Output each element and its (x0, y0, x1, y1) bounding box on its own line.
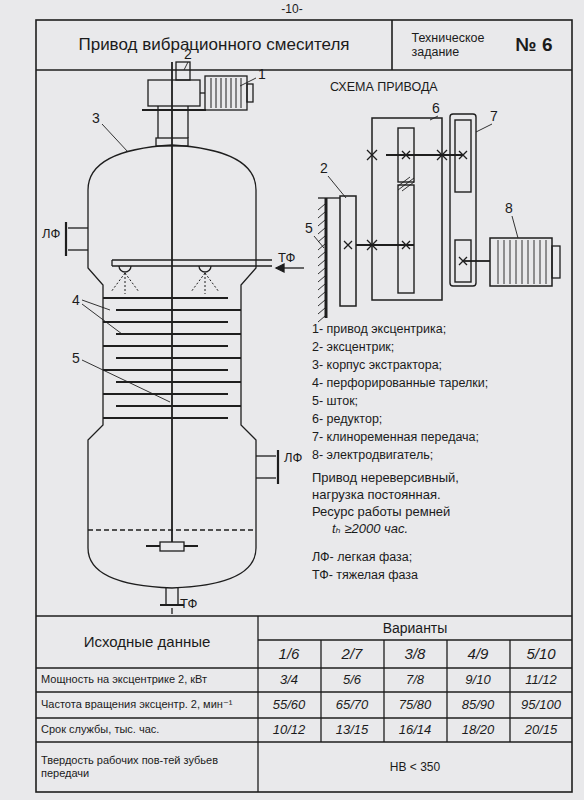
table-cell: 7/8 (384, 668, 446, 692)
callout-number: 2 (320, 160, 328, 177)
note-text: ТФ- тяжелая фаза (312, 568, 418, 583)
legend-line: 3- корпус экстрактора; (312, 358, 442, 373)
note-text: нагрузка постоянная. (312, 487, 441, 503)
callout-number: 8 (505, 200, 513, 217)
table-row-label: Частота вращения эксцентр. 2, мин⁻¹ (36, 692, 258, 718)
table-header: Исходные данные (36, 616, 258, 668)
legend-line: 7- клиноременная передача; (312, 430, 479, 445)
table-cell: 3/4 (258, 668, 320, 692)
table-cell: 9/10 (447, 668, 509, 692)
table-cell: 85/90 (447, 692, 509, 718)
legend-line: 8- электродвигатель; (312, 448, 433, 463)
page-frame (36, 20, 572, 792)
note-text: Ресурс работы ремней (312, 504, 450, 520)
table-cell: 10/12 (258, 718, 320, 742)
note-text: Привод нереверсивный, (312, 470, 459, 486)
callout-number: 3 (92, 110, 100, 127)
callout-number: 5 (305, 220, 313, 237)
task-label: Техническое задание (411, 31, 507, 60)
table-cell: 75/80 (384, 692, 446, 718)
table-header: Варианты (258, 616, 572, 640)
variant-number: 3/8 (384, 640, 446, 668)
legend-line: 4- перфорированные тарелки; (312, 376, 488, 391)
callout-number: 6 (432, 100, 440, 117)
task-label: № 6 (515, 34, 552, 56)
table-row-label: Твердость рабочих пов-тей зубьев передач… (36, 742, 258, 792)
note-text: ЛФ- легкая фаза; (312, 550, 412, 565)
table-cell: HB < 350 (258, 742, 572, 792)
leader-lines (82, 62, 518, 402)
phase-label: ТФ (278, 250, 295, 266)
callout-number: 5 (72, 350, 80, 367)
table-cell: 95/100 (510, 692, 572, 718)
eccentric-drive (142, 62, 253, 138)
callout-number: 4 (72, 292, 80, 309)
header-cell: Привод вибрационного смесителя (36, 20, 392, 70)
perforated-plates (103, 298, 241, 418)
table-cell: 18/20 (447, 718, 509, 742)
table-row-label: Срок службы, тыс. час. (36, 718, 258, 742)
table-row-label: Мощность на эксцентрике 2, кВт (36, 668, 258, 692)
variant-number: 5/10 (510, 640, 572, 668)
phase-label: ТФ (180, 596, 197, 612)
page-number: -10- (262, 2, 322, 16)
legend-line: 5- шток; (312, 394, 358, 409)
section-caption: СХЕМА ПРИВОДА (330, 80, 438, 95)
legend-line: 2- эксцентрик; (312, 340, 394, 355)
sheet-title: Привод вибрационного смесителя (78, 35, 349, 55)
callout-number: 1 (258, 66, 266, 83)
table-cell: 11/12 (510, 668, 572, 692)
variant-number: 2/7 (321, 640, 383, 668)
table-cell: 13/15 (321, 718, 383, 742)
legend-line: 6- редуктор; (312, 412, 382, 427)
header-cell: Техническое задание № 6 (392, 20, 572, 70)
table-cell: 55/60 (258, 692, 320, 718)
table-cell: 65/70 (321, 692, 383, 718)
callout-number: 2 (184, 46, 192, 63)
legend-line: 1- привод эксцентрика; (312, 322, 446, 337)
note-text: tₕ ≥2000 час. (332, 521, 408, 537)
table-cell: 20/15 (510, 718, 572, 742)
phase-label: ЛФ (284, 450, 302, 466)
drive-scheme (318, 114, 560, 322)
table-cell: 5/6 (321, 668, 383, 692)
table-cell: 16/14 (384, 718, 446, 742)
variant-number: 1/6 (258, 640, 320, 668)
callout-number: 7 (490, 108, 498, 125)
rod (171, 62, 173, 542)
extractor-body (66, 138, 304, 614)
variant-number: 4/9 (447, 640, 509, 668)
phase-label: ЛФ (42, 226, 60, 242)
